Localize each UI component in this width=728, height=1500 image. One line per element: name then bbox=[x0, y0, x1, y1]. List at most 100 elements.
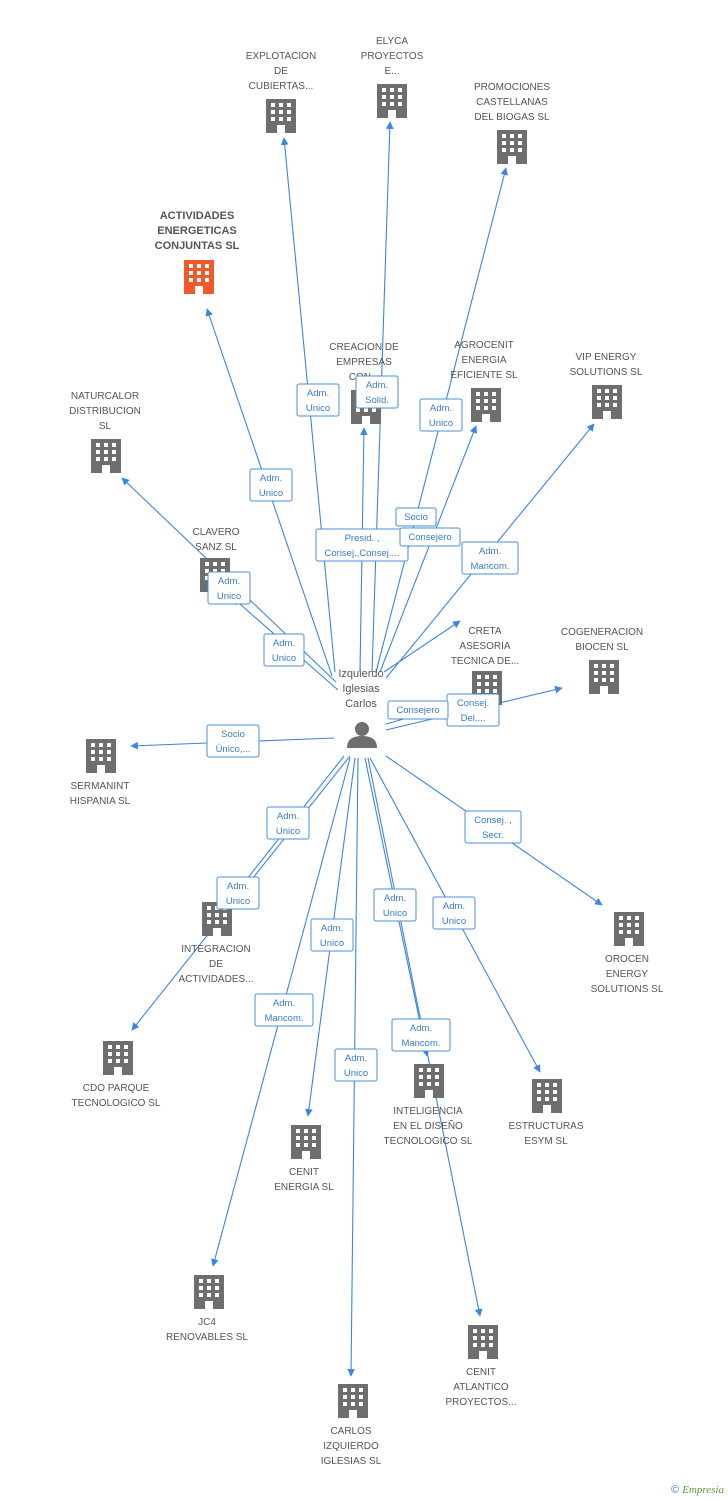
company-name-line: SERMANINT bbox=[71, 781, 130, 792]
role-box-cogeneracion[interactable]: Consej.Del.... bbox=[446, 693, 500, 727]
role-text: Unico bbox=[344, 1068, 368, 1079]
role-box-elyca[interactable]: Adm.Solid. bbox=[355, 375, 399, 409]
role-box-jc4[interactable]: Adm.Mancom. bbox=[254, 993, 314, 1027]
role-box-naturcalor[interactable]: Adm. Unico bbox=[263, 633, 305, 667]
role-box-cdo[interactable]: Adm.Unico bbox=[216, 876, 260, 910]
role-text: Adm. bbox=[260, 473, 282, 484]
company-name-line: CDO PARQUE bbox=[83, 1083, 150, 1094]
role-box-creta[interactable]: Consejero bbox=[399, 527, 461, 547]
company-name-line: HISPANIA SL bbox=[70, 796, 131, 807]
company-name-line: ENERGY bbox=[606, 969, 649, 980]
company-name-line: CLAVERO bbox=[192, 527, 239, 538]
company-name-line: CREACION DE bbox=[329, 342, 399, 353]
role-box-promociones[interactable]: Adm.Unico bbox=[419, 398, 463, 432]
company-name-line: TECNICA DE... bbox=[451, 656, 519, 667]
company-node-elyca[interactable]: ELYCAPROYECTOSE... bbox=[361, 36, 424, 118]
company-name-line: PROYECTOS... bbox=[446, 1397, 517, 1408]
company-name-line: BIOCEN SL bbox=[575, 642, 629, 653]
role-box-frame bbox=[334, 1048, 378, 1082]
role-box-vip[interactable]: Adm.Mancom. bbox=[461, 541, 519, 575]
role-text: Consej. bbox=[457, 698, 489, 709]
company-name-line: NATURCALOR bbox=[71, 391, 139, 402]
role-box-cenit[interactable]: Adm. Unico bbox=[310, 918, 354, 952]
company-name-line: OROCEN bbox=[605, 954, 649, 965]
building-icon bbox=[532, 1079, 562, 1113]
role-text: Adm. bbox=[273, 638, 295, 649]
role-box-estructuras[interactable]: Adm.Unico bbox=[432, 896, 476, 930]
role-text: Adm. bbox=[384, 893, 406, 904]
company-name-line: EMPRESAS bbox=[336, 357, 392, 368]
role-text: Unico bbox=[226, 896, 250, 907]
role-text: Adm. bbox=[307, 388, 329, 399]
person-name-line: Carlos bbox=[345, 698, 377, 710]
company-name-line: INTEGRACION bbox=[181, 944, 250, 955]
role-box-agrocenit[interactable]: Socio bbox=[395, 507, 437, 527]
role-box-explotacion[interactable]: Adm.Unico bbox=[296, 383, 340, 417]
building-icon bbox=[471, 388, 501, 422]
role-box-carlos[interactable]: Adm.Unico bbox=[334, 1048, 378, 1082]
role-box-actividades[interactable]: Adm. Unico bbox=[249, 468, 293, 502]
company-name-line: CUBIERTAS... bbox=[249, 81, 314, 92]
company-name-line: CASTELLANAS bbox=[476, 97, 548, 108]
role-text: Unico bbox=[276, 826, 300, 837]
company-name-line: CRETA bbox=[468, 626, 501, 637]
role-box-sermanint[interactable]: SocioÚnico,... bbox=[206, 724, 260, 758]
company-node-creta[interactable]: CRETA ASESORIA TECNICA DE... bbox=[451, 626, 519, 705]
building-icon bbox=[589, 660, 619, 694]
company-node-sermanint[interactable]: SERMANINT HISPANIA SL bbox=[70, 739, 131, 807]
role-box-integracion[interactable]: Adm.Unico bbox=[266, 806, 310, 840]
role-text: Unico bbox=[259, 488, 283, 499]
company-name-line: IGLESIAS SL bbox=[321, 1456, 382, 1467]
role-text: Adm. bbox=[430, 403, 452, 414]
building-icon bbox=[184, 260, 214, 294]
company-name-line: CENIT bbox=[289, 1167, 319, 1178]
role-box-frame bbox=[391, 1018, 451, 1052]
role-text: Adm. bbox=[321, 923, 343, 934]
company-name-line: ASESORIA bbox=[459, 641, 510, 652]
company-name-line: ELYCA bbox=[376, 36, 408, 47]
company-node-integracion[interactable]: INTEGRACIONDEACTIVIDADES... bbox=[178, 902, 254, 985]
company-node-explotacion[interactable]: EXPLOTACIONDECUBIERTAS... bbox=[246, 51, 316, 133]
role-text: Unico bbox=[442, 916, 466, 927]
role-text: Único,... bbox=[216, 744, 251, 755]
role-text: Adm. bbox=[218, 576, 240, 587]
role-box-frame bbox=[266, 806, 310, 840]
copyright-icon: © bbox=[671, 1484, 680, 1496]
role-box-creacion[interactable]: Presid. ,Consej.,Consej.... bbox=[315, 528, 409, 562]
role-text: Adm. bbox=[410, 1023, 432, 1034]
role-box-orocen[interactable]: Consej. ,Secr. bbox=[464, 810, 522, 844]
company-name-line: SANZ SL bbox=[195, 542, 237, 553]
company-node-clavero[interactable]: CLAVERO SANZ SL bbox=[192, 527, 240, 592]
role-box-cenitatl[interactable]: Adm.Mancom. bbox=[391, 1018, 451, 1052]
role-text: Unico bbox=[272, 653, 296, 664]
footer-brand[interactable]: © Empresia bbox=[671, 1484, 724, 1496]
role-box-clavero[interactable]: Adm.Unico bbox=[207, 571, 251, 605]
role-box-inteligencia[interactable]: Adm. Unico bbox=[373, 888, 417, 922]
company-name-line: ENERGETICAS bbox=[157, 225, 236, 237]
role-box-frame bbox=[464, 810, 522, 844]
person-name-line: Iglesias bbox=[342, 683, 380, 695]
roles-layer: Adm.UnicoAdm.Solid.Adm.UnicoAdm.UnicoPre… bbox=[206, 375, 522, 1082]
company-name-line: AGROCENIT bbox=[454, 340, 513, 351]
company-node-cenitatl[interactable]: CENITATLANTICOPROYECTOS... bbox=[446, 1325, 517, 1408]
role-box-creta2[interactable]: Consejero bbox=[387, 700, 449, 720]
role-text: Unico bbox=[320, 938, 344, 949]
role-box-frame bbox=[373, 888, 417, 922]
building-icon bbox=[338, 1384, 368, 1418]
role-text: Unico bbox=[383, 908, 407, 919]
